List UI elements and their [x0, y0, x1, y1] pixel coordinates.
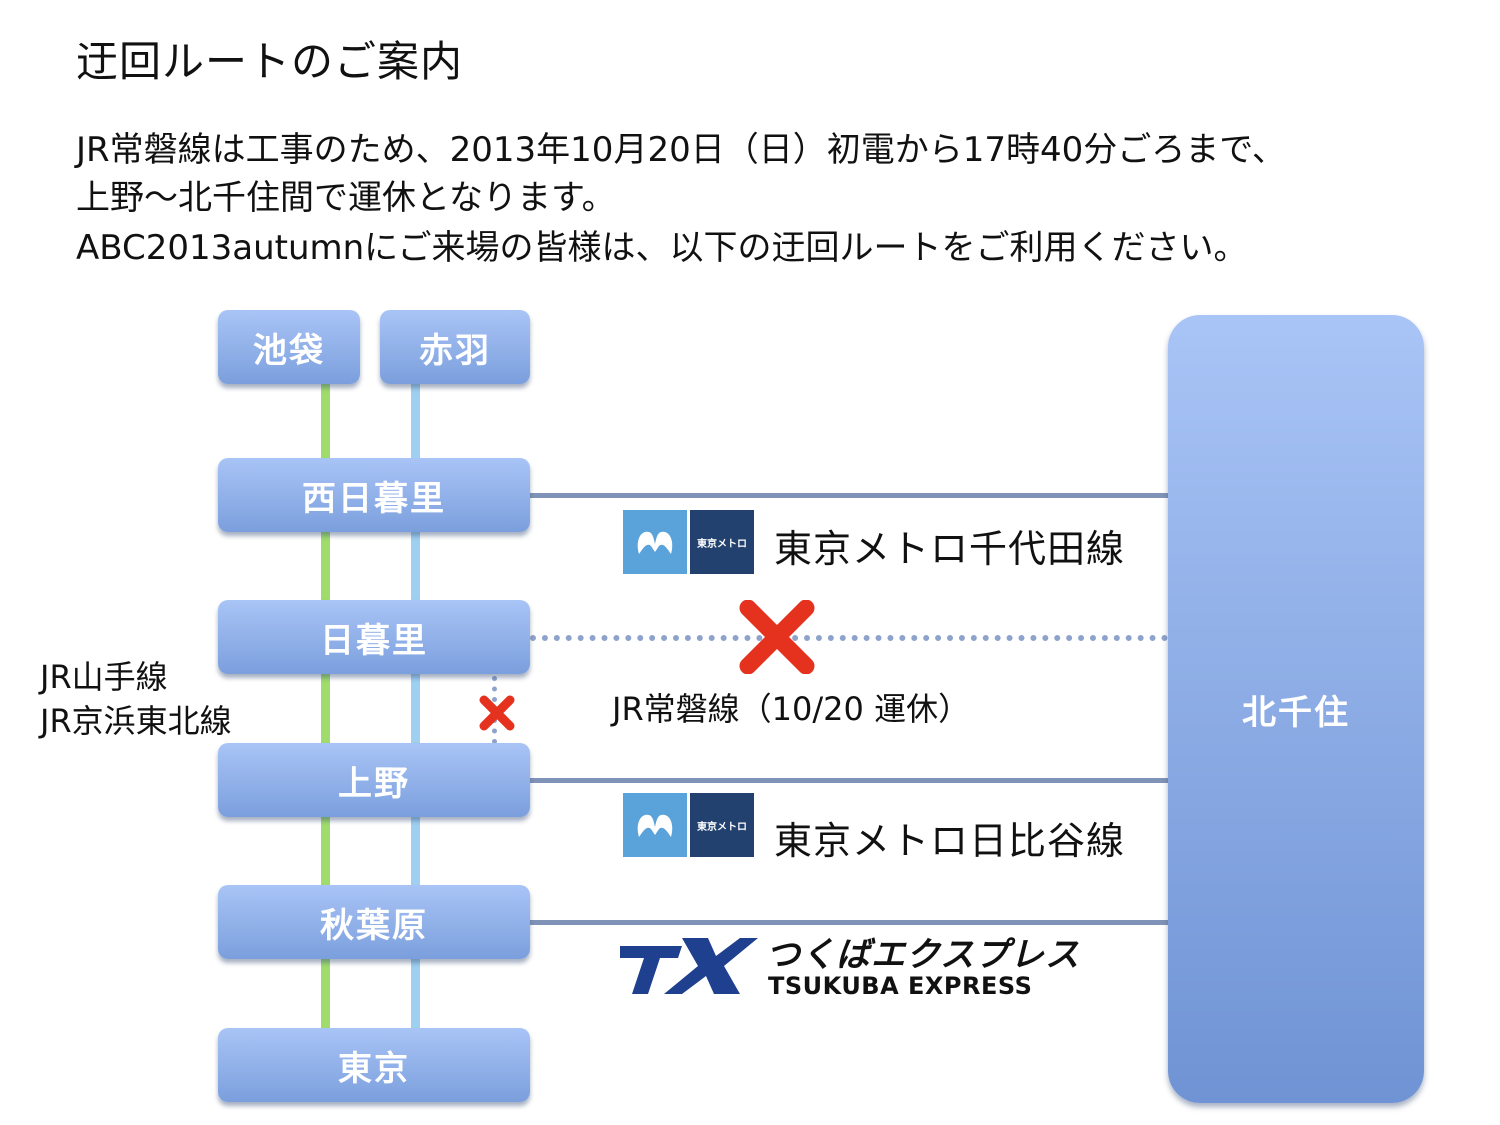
- closed-x-mark-icon: [738, 599, 816, 675]
- tx-logotype-en: TSUKUBA EXPRESS: [768, 972, 1033, 1000]
- closed-x-mark-small-icon: [478, 694, 516, 732]
- label-hibiya-line: 東京メトロ日比谷線: [774, 819, 1126, 863]
- notice-line-2: 上野～北千住間で運休となります。: [76, 178, 616, 218]
- station-nishinippori: 西日暮里: [218, 458, 530, 532]
- tokyo-metro-logotype: 東京メトロ: [690, 510, 754, 574]
- tsukuba-express-logo: [620, 934, 760, 998]
- tokyo-metro-mark-icon: [623, 793, 687, 857]
- page-title: 迂回ルートのご案内: [76, 37, 464, 86]
- tx-connector: [530, 920, 1168, 925]
- chiyoda-connector: [530, 493, 1168, 498]
- joban-connector-closed: [530, 635, 1168, 641]
- notice-line-1: JR常磐線は工事のため、2013年10月20日（日）初電から17時40分ごろまで…: [76, 130, 1286, 170]
- station-ikebukuro: 池袋: [218, 310, 360, 384]
- keihin-tohoku-line: [411, 380, 420, 1040]
- hibiya-connector: [530, 778, 1168, 783]
- tokyo-metro-mark-icon: [623, 510, 687, 574]
- station-akihabara: 秋葉原: [218, 885, 530, 959]
- station-nippori: 日暮里: [218, 600, 530, 674]
- label-chiyoda-line: 東京メトロ千代田線: [774, 527, 1126, 571]
- label-joban-line: JR常磐線（10/20 運休）: [612, 690, 971, 728]
- notice-line-3: ABC2013autumnにご来場の皆様は、以下の迂回ルートをご利用ください。: [76, 228, 1248, 268]
- station-ueno: 上野: [218, 743, 530, 817]
- yamanote-line: [321, 380, 330, 1040]
- station-tokyo: 東京: [218, 1028, 530, 1102]
- label-jr-keihin-tohoku: JR京浜東北線: [40, 702, 232, 740]
- tokyo-metro-logotype: 東京メトロ: [690, 793, 754, 857]
- station-akabane: 赤羽: [380, 310, 530, 384]
- label-jr-yamanote: JR山手線: [40, 658, 168, 696]
- station-kitasenju: 北千住: [1168, 315, 1424, 1103]
- tx-logotype-jp: つくばエクスプレス: [766, 935, 1080, 975]
